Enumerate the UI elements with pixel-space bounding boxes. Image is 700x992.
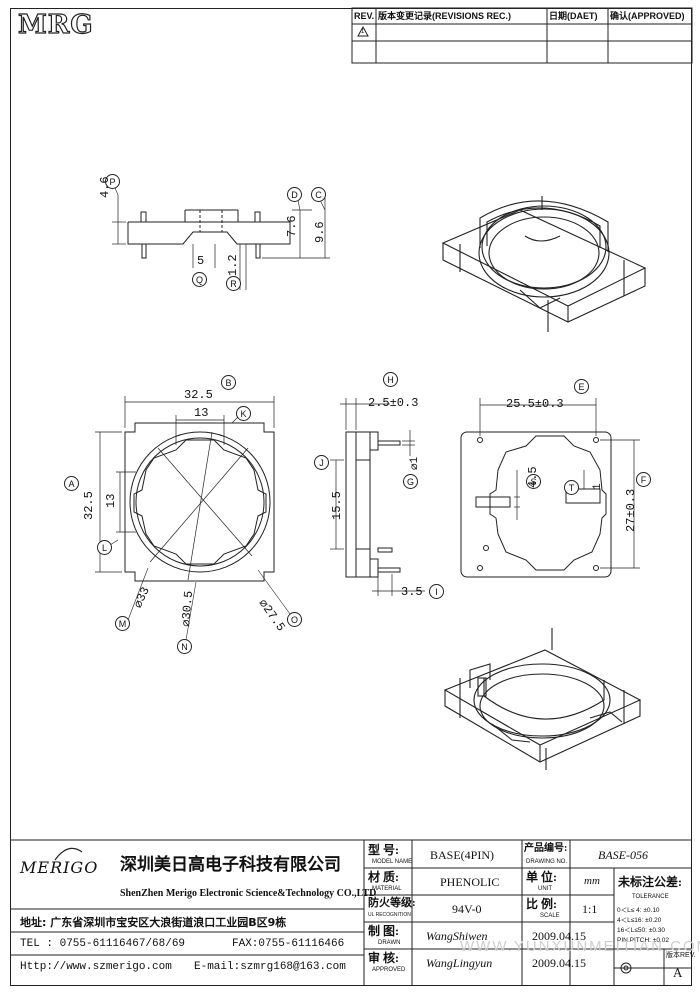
tol-row-4: PIN PITCH: ±0.02: [617, 937, 669, 944]
callout-a: A: [64, 476, 79, 491]
revisions-header: 版本变更记录(REVISIONS REC.): [378, 11, 512, 21]
rev-label: 版本REV.: [666, 952, 696, 959]
company-name-en: ShenZhen Merigo Electronic Science&Techn…: [120, 888, 377, 899]
approved-date: 2009.04.15: [532, 956, 586, 970]
callout-g: G: [403, 474, 418, 489]
approved-header: 确认(APPROVED): [610, 11, 685, 21]
unit-label: 单 位:: [526, 870, 557, 884]
dim-dia-1: ⌀1: [409, 456, 421, 470]
dim-9-6: 9.6: [313, 221, 327, 243]
approved-label: 审 核:: [368, 951, 399, 965]
dim-32-5-left: 32.5: [82, 491, 96, 520]
company-email[interactable]: E-mail:szmrg168@163.com: [194, 961, 346, 973]
drawing-no-value: BASE-056: [598, 848, 648, 862]
callout-c: C: [311, 187, 326, 202]
callout-d: D: [287, 187, 302, 202]
merigo-logo: MERIGO: [20, 858, 99, 877]
drawn-date: 2009.04.15: [532, 929, 586, 943]
approved-value: WangLingyun: [426, 956, 493, 970]
material-value: PHENOLIC: [440, 875, 500, 889]
rev-header: REV.: [354, 11, 375, 21]
tol-row-2: 4＜L≤16: ±0.20: [617, 917, 662, 924]
model-label: 型 号:: [368, 843, 399, 857]
callout-i: I: [429, 584, 444, 599]
company-tel: TEL : 0755-61116467/68/69: [20, 938, 186, 950]
dim-27: 27±0.3: [624, 488, 638, 532]
date-header: 日期(DAET): [549, 11, 598, 21]
rev-value: A: [673, 965, 683, 980]
dim-4-6: 4.6: [98, 176, 112, 198]
callout-e: E: [574, 379, 589, 394]
company-fax: FAX:0755-61116466: [232, 938, 345, 950]
callout-m: M: [115, 616, 130, 631]
dim-4-5: 4.5: [526, 466, 540, 488]
flame-label-en: UL RECOGNITION: [368, 912, 411, 918]
flame-value: 94V-0: [452, 902, 482, 916]
dim-1-2: 1.2: [226, 254, 240, 276]
callout-h: H: [383, 372, 398, 387]
flame-label: 防火等级:: [368, 897, 416, 909]
material-label-en: MATERIAL: [372, 886, 402, 892]
drawn-label-en: DRAWN: [378, 940, 401, 946]
company-address: 地址: 广东省深圳市宝安区大浪街道浪口工业园B区9栋: [20, 916, 287, 929]
company-name-cn: 深圳美日高电子科技有限公司: [120, 855, 341, 875]
mrg-logo: MRG: [17, 9, 94, 40]
dim-3-5: 3.5: [401, 585, 423, 599]
tolerance-label: 未标注公差:: [618, 875, 682, 889]
callout-p: P: [105, 174, 120, 189]
material-label: 材 质:: [368, 870, 399, 884]
tol-row-1: 0＜L≤ 4: ±0.10: [617, 907, 660, 914]
dim-2-5: 2.5±0.3: [368, 396, 419, 410]
dim-13-top: 13: [194, 406, 209, 420]
approved-label-en: APPROVED: [372, 967, 406, 973]
callout-q: Q: [192, 272, 207, 287]
model-value: BASE(4PIN): [430, 848, 495, 862]
dim-13-left: 13: [104, 493, 118, 508]
dim-1-slot: 1: [592, 483, 604, 490]
model-label-en: MODEL NAME: [372, 859, 413, 865]
callout-s: S: [526, 474, 541, 489]
dim-25-5: 25.5±0.3: [506, 397, 564, 411]
scale-label: 比 例:: [526, 897, 557, 911]
tolerance-label-en: TOLERANCE: [632, 894, 669, 900]
company-website[interactable]: Http://www.szmerigo.com: [20, 961, 172, 973]
drawn-label: 制 图:: [368, 924, 399, 938]
tol-row-3: 16＜L≤50: ±0.30: [617, 927, 665, 934]
drawn-value: WangShiwen: [426, 929, 488, 943]
callout-t: T: [564, 480, 579, 495]
callout-f: F: [636, 472, 651, 487]
drawing-border: [10, 8, 692, 986]
callout-n: N: [177, 639, 192, 654]
callout-l: L: [97, 540, 112, 555]
callout-o: O: [287, 612, 302, 627]
unit-value: mm: [584, 875, 600, 887]
drawing-no-label-en: DRAWING NO.: [526, 859, 568, 865]
unit-label-en: UNIT: [538, 886, 552, 892]
rev-symbol: 1: [361, 29, 365, 35]
callout-r: R: [226, 276, 241, 291]
callout-b: B: [221, 375, 236, 390]
callout-j: J: [314, 455, 329, 470]
watermark: WWW.YUNXUNMEITIAN.COM: [460, 938, 700, 955]
drawing-no-label: 产品编号:: [524, 843, 568, 854]
callout-k: K: [236, 406, 251, 421]
dim-32-5-top: 32.5: [184, 388, 213, 402]
dim-dia-30-5: ⌀30.5: [178, 590, 197, 628]
scale-label-en: SCALE: [540, 913, 560, 919]
scale-value: 1:1: [582, 902, 598, 916]
dim-5: 5: [197, 254, 205, 268]
dim-7-6: 7.6: [285, 215, 299, 237]
dim-15-5: 15.5: [330, 491, 344, 520]
